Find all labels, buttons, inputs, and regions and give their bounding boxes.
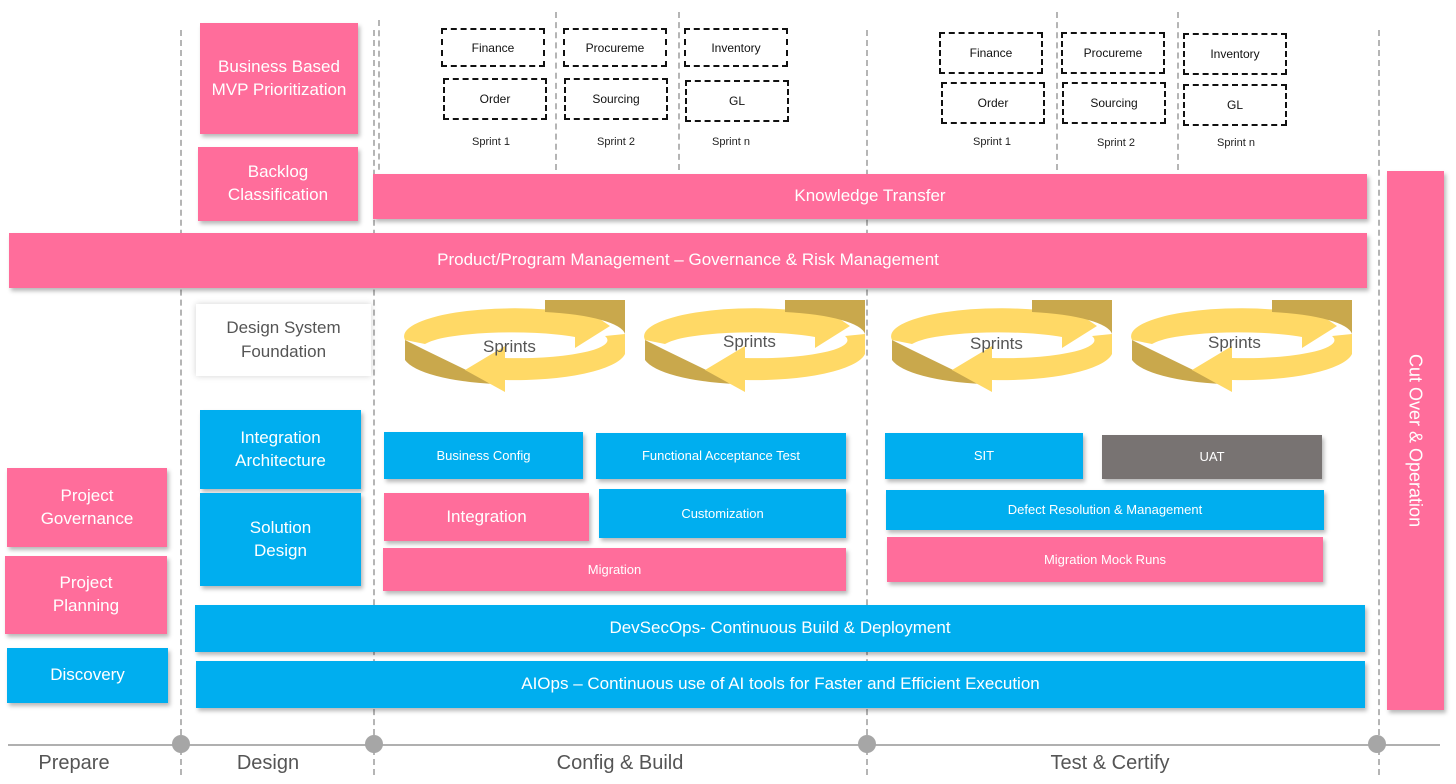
module-sourcing: Sourcing <box>1062 82 1166 124</box>
defect-resolution-box: Defect Resolution & Management <box>886 490 1324 530</box>
sprints-label: Sprints <box>970 334 1023 353</box>
integration-box: Integration <box>384 493 589 541</box>
customization-box: Customization <box>599 489 846 538</box>
separator-design-build <box>373 30 375 775</box>
separator-test-sprint-1-2 <box>1056 12 1058 170</box>
backlog-classification-box: Backlog Classification <box>198 147 358 221</box>
cutover-operation-label: Cut Over & Operation <box>1405 353 1426 528</box>
migration-mock-runs-box: Migration Mock Runs <box>887 537 1323 582</box>
sprints-label: Sprints <box>483 337 536 356</box>
functional-acceptance-test-box: Functional Acceptance Test <box>596 433 846 479</box>
sprint-label: Sprint 2 <box>597 136 635 148</box>
design-system-foundation-box: Design System Foundation <box>196 304 371 376</box>
solution-design-box: Solution Design <box>200 493 361 586</box>
sprint-label: Sprint n <box>712 136 750 148</box>
devsecops-bar: DevSecOps- Continuous Build & Deployment <box>195 605 1365 652</box>
migration-box: Migration <box>383 548 846 591</box>
uat-box: UAT <box>1102 435 1322 479</box>
governance-risk-bar: Product/Program Management – Governance … <box>9 233 1367 288</box>
sprint-label: Sprint 2 <box>1097 137 1135 149</box>
separator-build-test <box>866 30 868 775</box>
timeline-axis <box>8 744 1440 746</box>
phase-design: Design <box>236 752 300 774</box>
sprints-label: Sprints <box>1208 333 1261 352</box>
module-gl: GL <box>1183 84 1287 126</box>
separator-prepare-design <box>180 30 182 775</box>
module-inventory: Inventory <box>1183 33 1287 75</box>
project-governance-box: Project Governance <box>7 468 167 547</box>
sit-box: SIT <box>885 433 1083 479</box>
module-order: Order <box>443 78 547 120</box>
separator-sprint-1-2 <box>555 12 557 170</box>
timeline-milestone <box>365 735 383 753</box>
mvp-prioritization-box: Business Based MVP Prioritization <box>200 23 358 134</box>
aiops-bar: AIOps – Continuous use of AI tools for F… <box>196 661 1365 708</box>
module-procurement: Procureme <box>563 28 667 67</box>
separator-sprint-2-n <box>678 12 680 170</box>
module-procurement: Procureme <box>1061 32 1165 74</box>
timeline-milestone <box>1368 735 1386 753</box>
knowledge-transfer-bar: Knowledge Transfer <box>373 174 1367 219</box>
phase-test-certify: Test & Certify <box>1050 752 1170 774</box>
separator-design-inner <box>378 20 380 180</box>
sprint-label: Sprint n <box>1217 137 1255 149</box>
sprints-label: Sprints <box>723 332 776 351</box>
integration-architecture-box: Integration Architecture <box>200 410 361 489</box>
module-sourcing: Sourcing <box>564 78 668 120</box>
discovery-box: Discovery <box>7 648 168 703</box>
timeline-milestone <box>858 735 876 753</box>
phase-prepare: Prepare <box>38 752 110 774</box>
sprint-label: Sprint 1 <box>973 136 1011 148</box>
separator-test-cutover <box>1378 30 1380 775</box>
business-config-box: Business Config <box>384 432 583 479</box>
sprint-label: Sprint 1 <box>472 136 510 148</box>
timeline-milestone <box>172 735 190 753</box>
project-planning-box: Project Planning <box>5 556 167 634</box>
module-finance: Finance <box>441 28 545 67</box>
module-order: Order <box>941 82 1045 124</box>
module-inventory: Inventory <box>684 28 788 67</box>
separator-test-sprint-2-n <box>1177 12 1179 170</box>
phase-config-build: Config & Build <box>556 752 684 774</box>
module-finance: Finance <box>939 32 1043 74</box>
cutover-operation-bar: Cut Over & Operation <box>1387 171 1444 710</box>
module-gl: GL <box>685 80 789 122</box>
